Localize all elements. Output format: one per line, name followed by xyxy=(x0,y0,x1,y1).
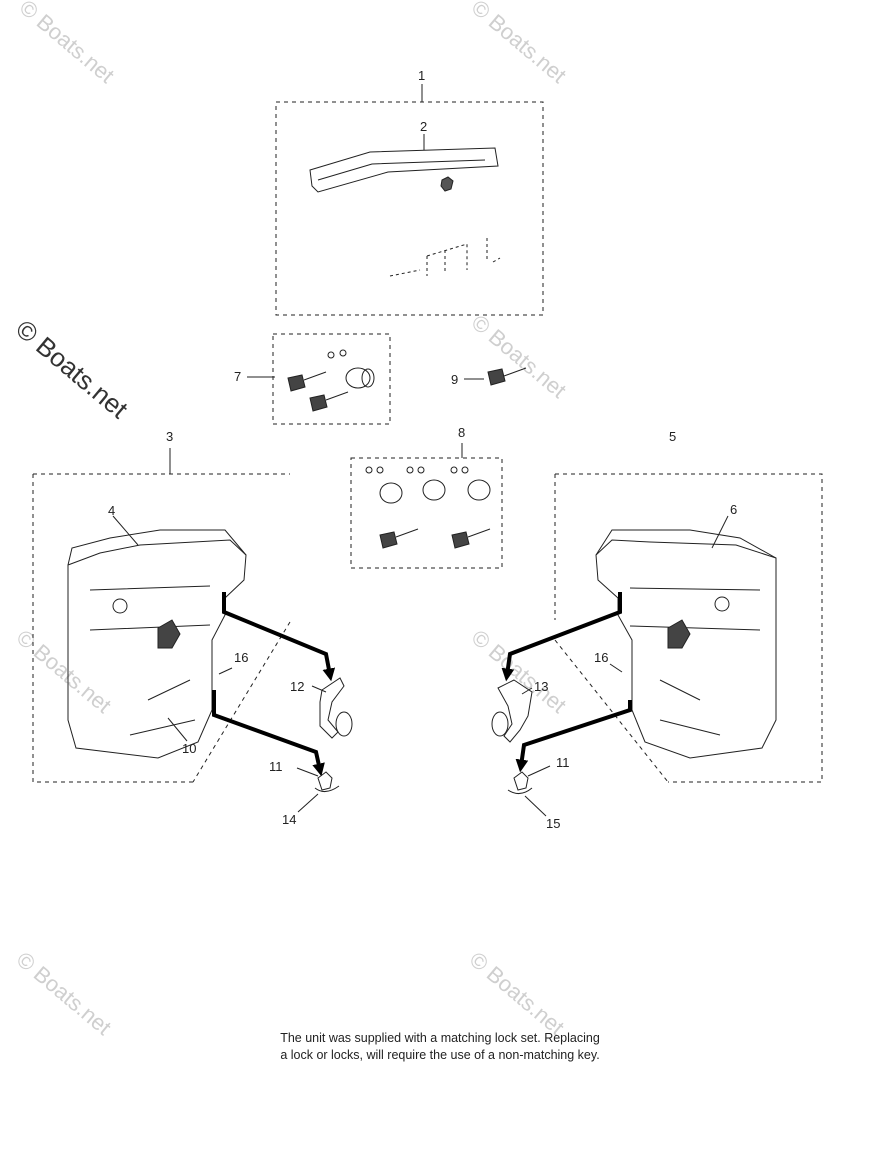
callout-12: 12 xyxy=(290,679,304,694)
callout-9: 9 xyxy=(451,372,458,387)
item-9-key xyxy=(464,367,527,386)
watermark-large: © Boats.net xyxy=(10,314,134,425)
left-hardware xyxy=(296,677,353,813)
group-1-bracket xyxy=(275,84,544,316)
watermark-bottom-left: © Boats.net xyxy=(12,947,116,1040)
guide-arrows xyxy=(212,592,632,777)
callout-11-left: 11 xyxy=(269,759,283,774)
watermark-mid-center: © Boats.net xyxy=(467,310,571,403)
callout-5: 5 xyxy=(669,429,676,444)
callout-16-left: 16 xyxy=(234,650,248,665)
note-line-1: The unit was supplied with a matching lo… xyxy=(280,1031,600,1045)
callouts: 1 2 3 4 5 6 7 8 9 10 11 11 12 13 14 15 1… xyxy=(108,68,737,831)
callout-14: 14 xyxy=(282,812,296,827)
callout-10: 10 xyxy=(182,741,196,756)
right-hardware xyxy=(491,679,551,817)
watermark-left-lower: © Boats.net xyxy=(12,625,116,718)
watermark-top-left: © Boats.net xyxy=(15,0,119,88)
callout-13: 13 xyxy=(534,679,548,694)
callout-15: 15 xyxy=(546,816,560,831)
callout-1: 1 xyxy=(418,68,425,83)
callout-8: 8 xyxy=(458,425,465,440)
callout-11-right: 11 xyxy=(556,755,570,770)
callout-2: 2 xyxy=(420,119,427,134)
group-3-left-case xyxy=(32,448,291,783)
callout-4: 4 xyxy=(108,503,115,518)
group-7-lock-set xyxy=(247,333,391,425)
group-8-lock-set xyxy=(350,443,503,569)
watermark-top-center: © Boats.net xyxy=(467,0,571,88)
note-line-2: a lock or locks, will require the use of… xyxy=(280,1048,600,1062)
callout-6: 6 xyxy=(730,502,737,517)
lock-set-note: The unit was supplied with a matching lo… xyxy=(240,1030,640,1064)
group-5-right-case xyxy=(554,473,823,783)
callout-16-right: 16 xyxy=(594,650,608,665)
watermarks: © Boats.net © Boats.net © Boats.net © Bo… xyxy=(10,0,571,1040)
callout-3: 3 xyxy=(166,429,173,444)
watermark-bottom-center: © Boats.net xyxy=(465,947,569,1040)
callout-7: 7 xyxy=(234,369,241,384)
